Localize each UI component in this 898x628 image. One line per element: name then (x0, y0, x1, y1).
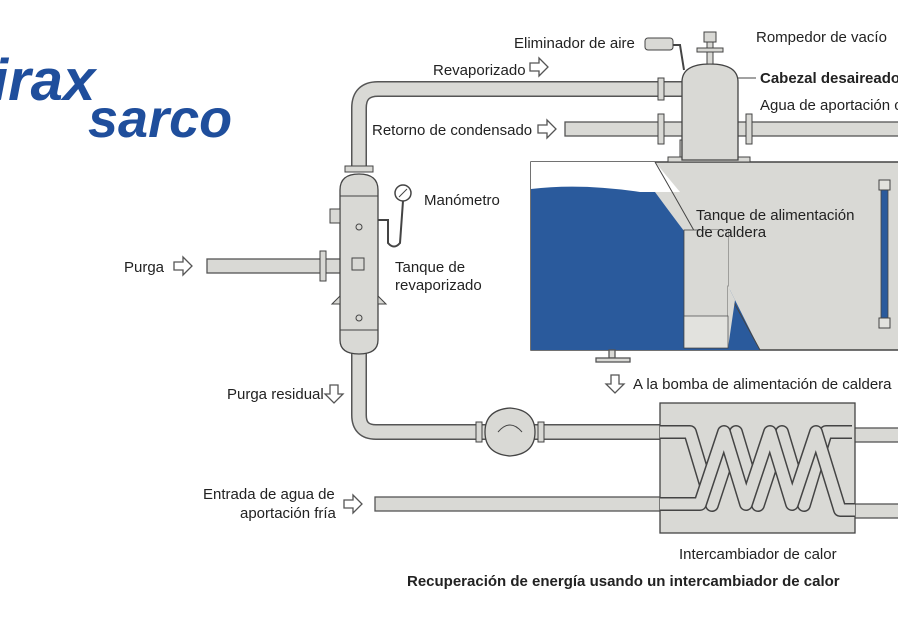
spirax-sarco-logo: irax sarco (0, 48, 232, 149)
label-cold-makeup-2: aportación fría (240, 505, 337, 522)
label-air-vent: Eliminador de aire (514, 35, 635, 52)
label-blowdown: Purga (124, 259, 165, 276)
pipes (206, 77, 898, 519)
label-feed-tank-2: de caldera (696, 224, 767, 241)
label-makeup-water: Agua de aportación c (760, 97, 898, 114)
steam-trap-icon (475, 407, 545, 457)
sparge-pipe-holes-icon (683, 315, 729, 349)
deaerator-head (644, 31, 756, 163)
diagram-caption: Recuperación de energía usando un interc… (407, 573, 840, 590)
label-cold-makeup-1: Entrada de agua de (203, 486, 335, 503)
label-flash-vessel-1: Tanque de (395, 259, 465, 276)
label-residual-blowdown: Purga residual (227, 386, 324, 403)
arrow-down-icon (604, 374, 626, 394)
label-to-feed-pump: A la bomba de alimentación de caldera (633, 376, 892, 393)
flow-arrows (173, 56, 626, 515)
flash-vessel (329, 165, 412, 355)
svg-text:sarco: sarco (88, 89, 232, 149)
heat-exchanger (659, 402, 856, 534)
feed-tank (530, 161, 898, 363)
svg-text:irax: irax (0, 48, 98, 113)
label-flash-vessel-2: revaporizado (395, 277, 482, 294)
label-condensate-return: Retorno de condensado (372, 122, 532, 139)
arrow-right-icon (173, 255, 193, 277)
air-vent-icon (644, 37, 685, 71)
vacuum-breaker-icon (696, 31, 724, 65)
pressure-gauge-icon (378, 184, 412, 248)
arrow-right-icon (343, 493, 363, 515)
label-flash-steam: Revaporizado (433, 62, 526, 79)
label-heat-exchanger: Intercambiador de calor (679, 546, 837, 563)
arrow-right-icon (529, 56, 549, 78)
label-deaerator-head: Cabezal desaireador (760, 70, 898, 87)
labels: Eliminador de aire Rompedor de vacío Rev… (124, 29, 898, 590)
gauge-glass (878, 179, 891, 329)
label-vacuum-breaker: Rompedor de vacío (756, 29, 887, 46)
label-pressure-gauge: Manómetro (424, 192, 500, 209)
arrow-right-icon (537, 118, 557, 140)
label-feed-tank-1: Tanque de alimentación (696, 207, 854, 224)
arrow-down-icon (323, 384, 345, 404)
